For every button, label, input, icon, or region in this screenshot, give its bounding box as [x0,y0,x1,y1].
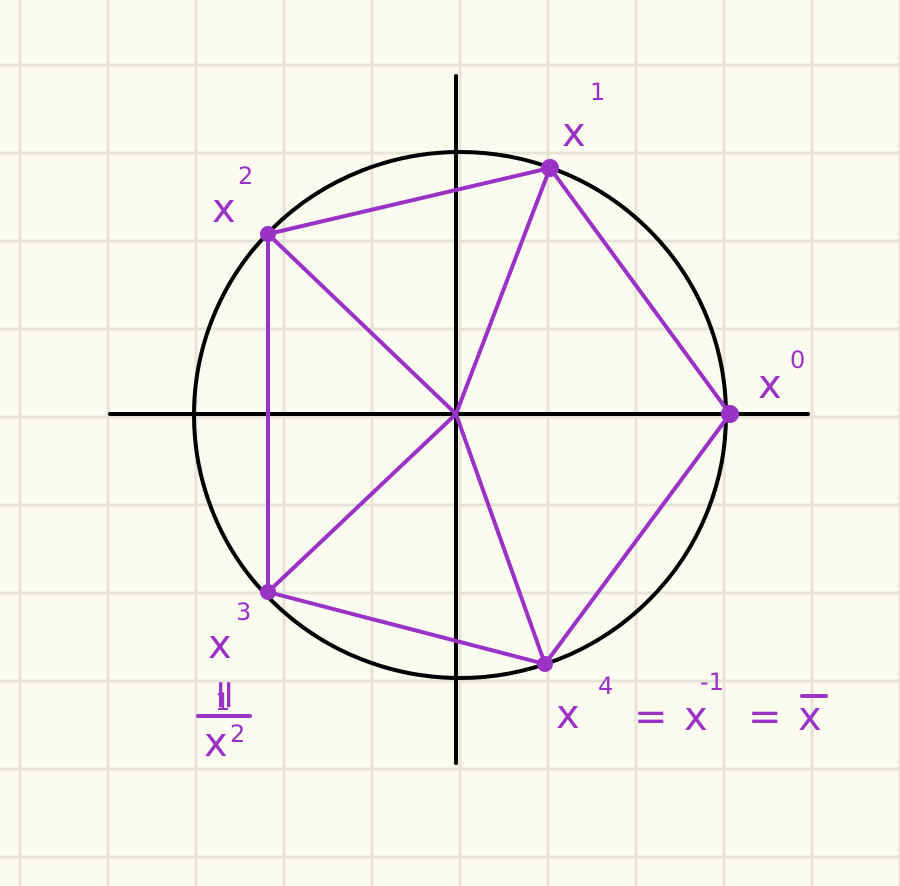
label-x0-exponent: 0 [790,346,805,374]
vertex-x3 [260,584,276,600]
vertex-x1 [541,159,559,177]
label-x4-inverse-exponent: -1 [700,668,724,696]
spokes [266,166,552,666]
label-x1-base: x [562,110,586,156]
label-x3-fraction-denominator-exponent: 2 [230,720,245,748]
pentagon-edge [543,412,732,666]
vertex-x0 [721,405,739,423]
vertices [260,159,739,672]
label-x2-exponent: 2 [238,162,253,190]
label-x0-base: x [758,362,782,408]
vertex-x2 [260,226,276,242]
pentagon-edge [266,590,547,666]
label-x4-base: x [556,692,580,738]
spoke [454,166,552,416]
spoke [266,232,458,416]
label-x4-conjugate: x [798,694,822,740]
spoke [266,412,458,594]
label-x4-equals-1: = [634,694,668,740]
label-x3-exponent: 3 [236,598,251,626]
label-x3-fraction-denominator: x [204,720,228,766]
label-x3-fraction-numerator: 1 [215,688,230,716]
label-x0: x 0 [758,346,805,408]
label-x2-base: x [212,186,236,232]
pentagon [266,166,732,666]
label-x3: x 3 = 1 x 2 [196,598,252,766]
vertex-x4 [537,656,553,672]
label-x4-equals-2: = [748,694,782,740]
pentagon-edge [266,166,552,236]
pentagon-edge [548,166,732,416]
label-x4: x 4 = x -1 = x [556,668,828,740]
label-x3-equals: = [202,678,248,712]
label-x3-base: x [208,622,232,668]
spoke [454,412,547,666]
label-x1-exponent: 1 [590,78,605,106]
label-x1: x 1 [562,78,605,156]
label-x4-inverse-base: x [684,694,708,740]
label-x4-exponent: 4 [598,672,613,700]
label-x2: x 2 [212,162,253,232]
